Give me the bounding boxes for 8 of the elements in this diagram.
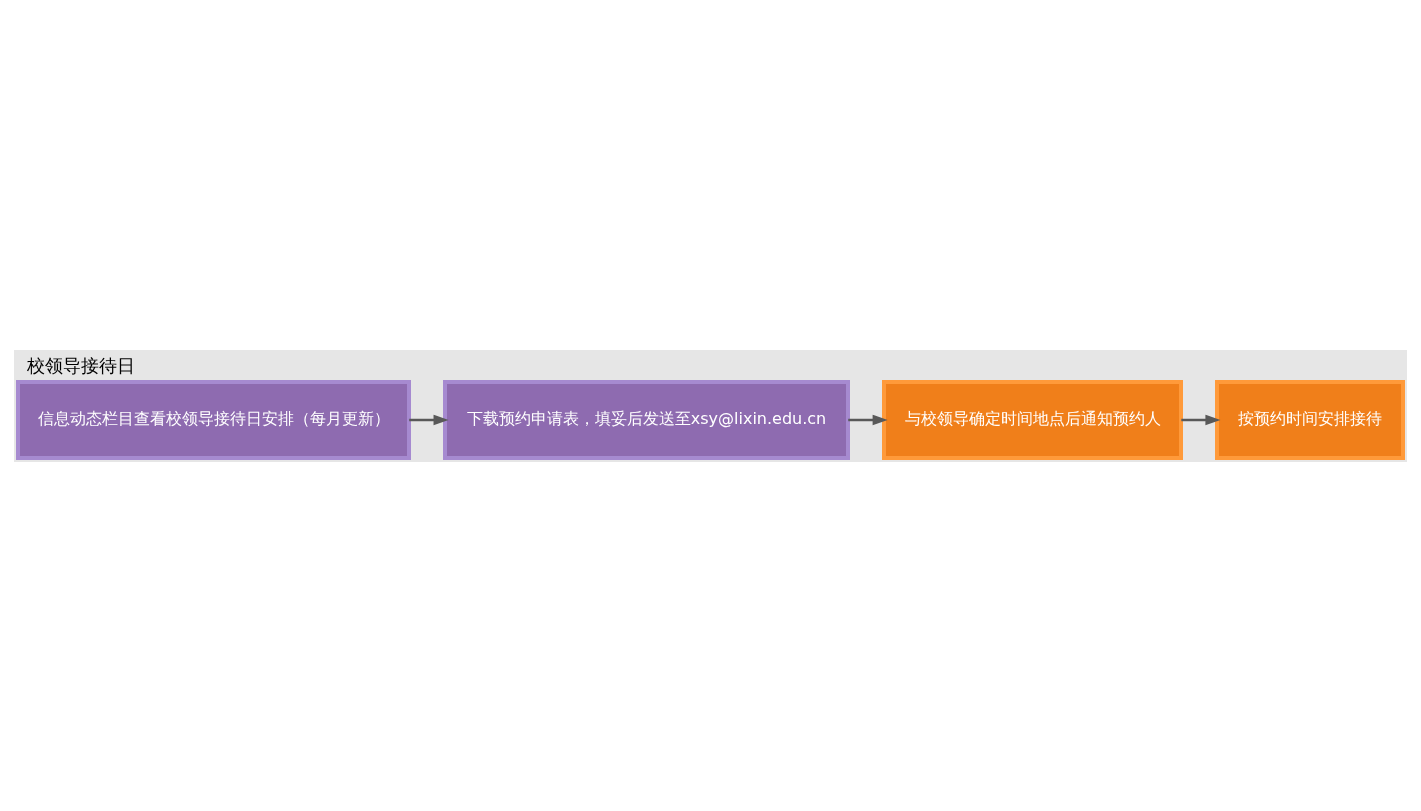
node-box: 与校领导确定时间地点后通知预约人 (882, 379, 1183, 460)
node-box: 信息动态栏目查看校领导接待日安排（每月更新） (16, 379, 411, 460)
arrow (409, 414, 449, 425)
arrow (848, 414, 888, 425)
node-box: 按预约时间安排接待 (1215, 379, 1405, 460)
diagram-title: 校领导接待日 (26, 354, 135, 376)
node-box: 下载预约申请表，填妥后发送至xsy@lixin.edu.cn (443, 379, 850, 460)
arrow (1181, 414, 1221, 425)
